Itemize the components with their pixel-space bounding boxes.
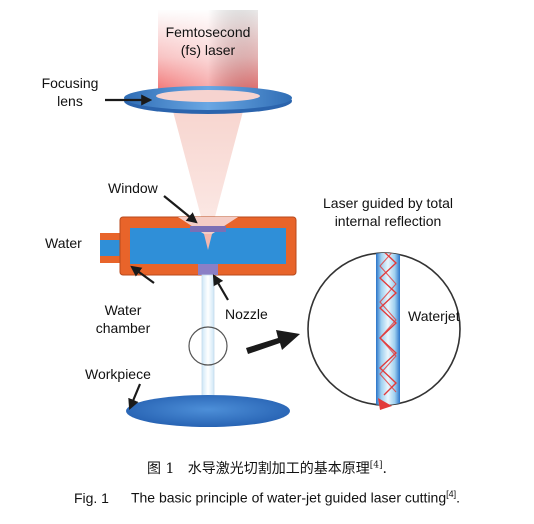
label-chamber-2: chamber [96, 320, 151, 336]
caption-cn-text: 水导激光切割加工的基本原理 [187, 461, 370, 477]
label-window: Window [108, 180, 159, 196]
laser-cone [170, 100, 246, 228]
window-glass [190, 226, 226, 232]
nozzle-orifice [198, 264, 218, 275]
caption-english: Fig. 1 The basic principle of water-jet g… [0, 489, 534, 506]
magnifier-circle [188, 326, 228, 366]
nozzle-housing [119, 216, 297, 276]
label-lens-1: Focusing [42, 75, 99, 91]
label-lens-2: lens [57, 93, 83, 109]
reflected-rays [378, 253, 398, 396]
caption-cn-end: . [382, 461, 387, 477]
caption-cn-prefix: 图 1 [147, 461, 175, 477]
caption-en-ref: [4] [446, 489, 457, 499]
inset-view [307, 252, 461, 410]
label-workpiece: Workpiece [85, 366, 151, 382]
label-water: Water [45, 235, 82, 251]
label-inset-title-1: Laser guided by total [323, 195, 453, 211]
laser-source [158, 10, 258, 103]
label-chamber-1: Water [105, 302, 142, 318]
label-laser-2: (fs) laser [181, 42, 236, 58]
caption-en-text: The basic principle of water-jet guided … [130, 489, 447, 506]
waterjet [201, 274, 215, 409]
arrows [105, 94, 300, 411]
caption-chinese: 图 1 水导激光切割加工的基本原理[4]. [0, 458, 534, 478]
label-waterjet: Waterjet [408, 308, 460, 324]
caption-en-prefix: Fig. 1 [73, 489, 109, 506]
focusing-lens [124, 86, 292, 114]
caption-en-end: . [456, 489, 461, 506]
label-inset-title-2: internal reflection [335, 213, 442, 229]
label-laser-1: Femtosecond [166, 24, 251, 40]
magnify-arrow [246, 330, 300, 354]
caption-cn-ref: [4] [369, 460, 383, 471]
workpiece [126, 395, 290, 427]
label-nozzle: Nozzle [225, 306, 268, 322]
